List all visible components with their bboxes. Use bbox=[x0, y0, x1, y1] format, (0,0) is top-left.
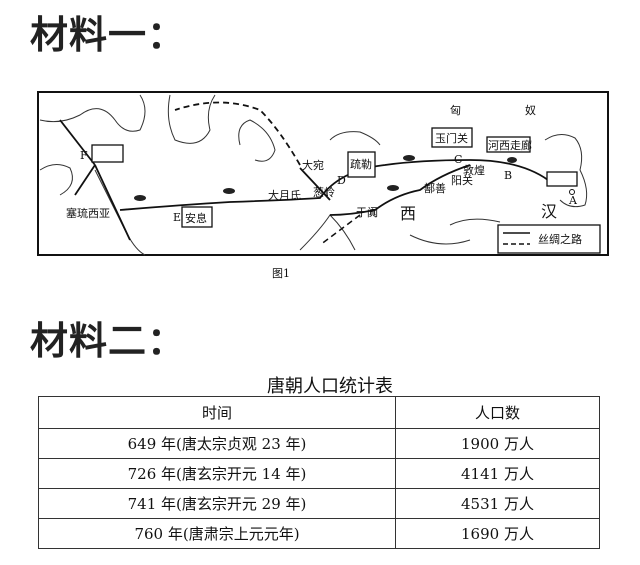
label-b: B bbox=[504, 169, 512, 182]
hexi-box bbox=[486, 136, 531, 153]
label-c: C bbox=[454, 153, 462, 166]
cell-time: 726 年(唐玄宗开元 14 年) bbox=[38, 458, 396, 489]
label-han: 汉 bbox=[541, 202, 557, 221]
label-congling: 葱岭 bbox=[313, 185, 335, 199]
table-header-row: 时间 人口数 bbox=[38, 396, 600, 429]
label-hexi: 河西走廊 bbox=[488, 138, 532, 152]
cell-population: 1690 万人 bbox=[395, 518, 600, 549]
anxi-box bbox=[181, 206, 213, 228]
cell-time: 760 年(唐肃宗上元元年) bbox=[38, 518, 396, 549]
cell-population: 4141 万人 bbox=[395, 458, 600, 489]
label-nu: 奴 bbox=[525, 103, 536, 117]
label-yutian: 于阗 bbox=[356, 206, 378, 219]
shule-box bbox=[347, 151, 376, 178]
label-xi: 西 bbox=[400, 204, 416, 223]
label-xiong: 匈 bbox=[450, 103, 461, 117]
population-table: 时间 人口数 649 年(唐太宗贞观 23 年) 1900 万人 726 年(唐… bbox=[38, 396, 600, 549]
cell-time: 649 年(唐太宗贞观 23 年) bbox=[38, 428, 396, 459]
silk-road-map: F E D C B A 塞琉西亚 安息 大月氏 大宛 葱岭 疏勒 于阗 西 玉门… bbox=[37, 91, 609, 256]
label-shanshan: 鄯善 bbox=[424, 181, 446, 195]
label-dunhuang: 敦煌 bbox=[463, 163, 485, 177]
route-south bbox=[329, 164, 471, 216]
route-west bbox=[59, 119, 96, 166]
figure-caption: 图1 bbox=[272, 267, 290, 280]
cell-population: 1900 万人 bbox=[395, 428, 600, 459]
label-anxi: 安息 bbox=[185, 211, 207, 225]
route-main bbox=[119, 159, 549, 211]
label-a: A bbox=[568, 194, 578, 207]
table-row: 741 年(唐玄宗开元 29 年) 4531 万人 bbox=[38, 488, 600, 519]
label-f: F bbox=[80, 149, 88, 162]
header-time: 时间 bbox=[38, 396, 396, 429]
table-title: 唐朝人口统计表 bbox=[267, 376, 393, 397]
cell-time: 741 年(唐玄宗开元 29 年) bbox=[38, 488, 396, 519]
legend-box bbox=[497, 224, 601, 254]
legend-label: 丝绸之路 bbox=[538, 232, 582, 246]
label-dayuezhi: 大月氏 bbox=[268, 188, 301, 202]
label-yangguan: 阳关 bbox=[451, 173, 473, 187]
blank-box-f bbox=[91, 144, 124, 163]
label-d: D bbox=[337, 174, 346, 187]
camel-icons bbox=[134, 155, 517, 201]
material2-heading: 材料二： bbox=[30, 319, 187, 363]
material1-heading: 材料一： bbox=[30, 13, 187, 57]
label-e: E bbox=[173, 211, 181, 224]
label-dawan: 大宛 bbox=[302, 158, 324, 172]
table-row: 649 年(唐太宗贞观 23 年) 1900 万人 bbox=[38, 428, 600, 459]
label-seleucia: 塞琉西亚 bbox=[66, 206, 110, 220]
label-shule: 疏勒 bbox=[350, 157, 372, 171]
table-row: 726 年(唐玄宗开元 14 年) 4141 万人 bbox=[38, 458, 600, 489]
cell-population: 4531 万人 bbox=[395, 488, 600, 519]
route-dashed bbox=[174, 101, 301, 166]
yumenguan-box bbox=[431, 127, 473, 148]
header-population: 人口数 bbox=[395, 396, 600, 429]
label-yumenguan: 玉门关 bbox=[435, 131, 468, 145]
blank-box-a bbox=[546, 171, 578, 187]
table-row: 760 年(唐肃宗上元元年) 1690 万人 bbox=[38, 518, 600, 549]
